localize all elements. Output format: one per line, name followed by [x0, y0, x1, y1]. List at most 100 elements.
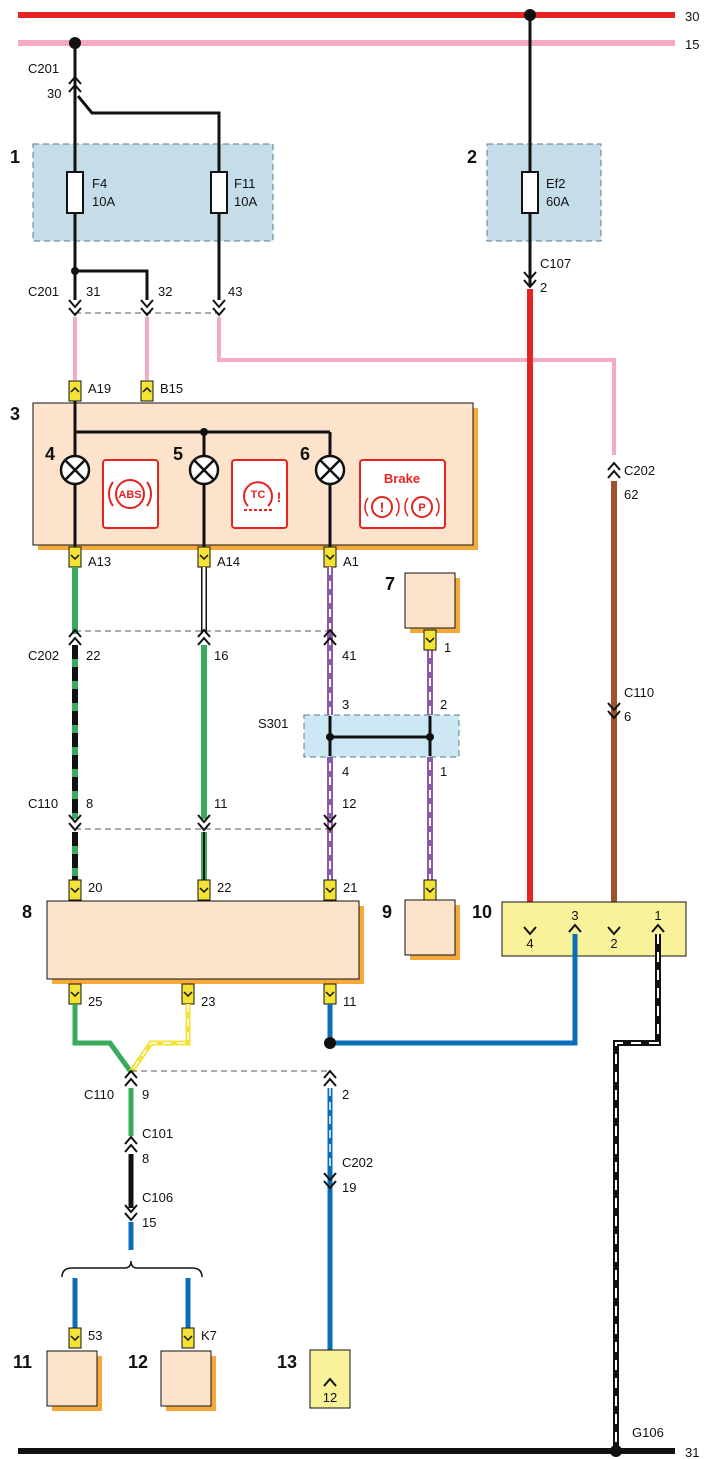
- black-white-ground-wire-stripe: [615, 934, 659, 1451]
- component-number-7: 7: [385, 574, 395, 594]
- component-number-6: 6: [300, 444, 310, 464]
- c107-label: C107: [540, 256, 571, 271]
- component-number-1: 1: [10, 147, 20, 167]
- power-rails: 30 15 31: [18, 9, 699, 1459]
- component-11: 11 53: [13, 1327, 102, 1411]
- pink-wires: [73, 317, 616, 455]
- tc-icon-mark: !: [277, 489, 282, 505]
- lamp-5: 5: [173, 444, 220, 486]
- black-white-ground-wire: [613, 934, 661, 1451]
- c101-label: C101: [142, 1126, 173, 1141]
- connector-c110-a: C110 6: [607, 685, 654, 724]
- m8-pin25: 25: [88, 994, 102, 1009]
- m10-pin3: 3: [571, 908, 578, 923]
- lamp-4: 4: [45, 444, 91, 486]
- pin-b15-label: B15: [160, 381, 183, 396]
- m10-pin1: 1: [654, 908, 661, 923]
- connector-c106: C106 15: [124, 1190, 173, 1230]
- m8-pin11: 11: [343, 994, 357, 1009]
- c202-pin22: 22: [86, 648, 100, 663]
- component-number-9: 9: [382, 902, 392, 922]
- component-number-13: 13: [277, 1352, 297, 1372]
- pin-m8-23: 23: [181, 983, 215, 1009]
- component-number-12: 12: [128, 1352, 148, 1372]
- pin-a1: A1: [323, 546, 359, 569]
- splice-dot-f4-out: [71, 267, 79, 275]
- connector-c107: C107 2: [523, 256, 571, 295]
- c110-pin8: 8: [86, 796, 93, 811]
- c107-pin: 2: [540, 280, 547, 295]
- m8-pin20: 20: [88, 880, 102, 895]
- pin-a13-label: A13: [88, 554, 111, 569]
- pin-a19: A19: [68, 380, 111, 402]
- brake-icon-park: P: [418, 502, 425, 514]
- pin-a19-label: A19: [88, 381, 111, 396]
- ef2-name: Ef2: [546, 176, 566, 191]
- f4-name: F4: [92, 176, 107, 191]
- yellow-wire-pin23: [128, 1004, 191, 1074]
- m7-pin: 1: [444, 640, 451, 655]
- c106-label: C106: [142, 1190, 173, 1205]
- ground-dot-g106: [610, 1445, 622, 1457]
- f11-rating: 10A: [234, 194, 257, 209]
- connector-c202-d: C202 19: [323, 1155, 373, 1195]
- yellow-wire-pin23-stripe: [130, 1004, 189, 1073]
- component-13: 13 12: [277, 1349, 351, 1409]
- component-number-11: 11: [13, 1352, 32, 1372]
- c110-b-label: C110: [28, 796, 58, 811]
- c201-top-pin: 30: [47, 86, 61, 101]
- brace: [61, 1260, 203, 1278]
- pin-m8-25: 25: [68, 983, 102, 1009]
- m10-pin4: 4: [526, 936, 533, 951]
- module-8: 8: [22, 900, 364, 984]
- pin-a14: A14: [197, 546, 240, 569]
- c110-a-label: C110: [624, 685, 654, 700]
- c202-d-pin: 19: [342, 1180, 356, 1195]
- pin-a13: A13: [68, 546, 111, 569]
- splice-s301: S301 3 4 2 1: [258, 697, 460, 779]
- c201-pin43: 43: [228, 284, 242, 299]
- c201-pin32: 32: [158, 284, 172, 299]
- c110-c-label: C110: [84, 1087, 114, 1102]
- pin-m8-21: 21: [323, 879, 357, 901]
- m8-pin21: 21: [343, 880, 357, 895]
- pin-b15: B15: [140, 380, 183, 402]
- connector-c201-row: C201 31 32 43: [28, 284, 242, 317]
- c201-top-label: C201: [28, 61, 59, 76]
- c202-b-label: C202: [28, 648, 59, 663]
- component-9: 9: [382, 879, 460, 960]
- c202-pin16: 16: [214, 648, 228, 663]
- m8-pin23: 23: [201, 994, 215, 1009]
- s301-pin4: 4: [342, 764, 349, 779]
- brake-icon-warn: !: [380, 499, 385, 515]
- f4-rating: 10A: [92, 194, 115, 209]
- m11-pin: 53: [88, 1328, 102, 1343]
- blue-splice-dot: [324, 1037, 336, 1049]
- connector-c110-b: C110 8 11 12: [28, 796, 356, 832]
- fuse-ef2: Ef2 60A: [521, 171, 569, 214]
- c110-pin11: 11: [214, 796, 228, 811]
- rail-15-label: 15: [685, 37, 699, 52]
- tc-icon-text: TC: [251, 489, 266, 501]
- brake-warning-icon: Brake ! P: [359, 459, 446, 529]
- module3-junction-dot: [200, 428, 208, 436]
- f11-name: F11: [234, 176, 255, 191]
- s301-label: S301: [258, 716, 288, 731]
- fuse-box-2: 2: [467, 143, 602, 242]
- lamp-6: 6: [300, 444, 346, 486]
- s301-pin2: 2: [440, 697, 447, 712]
- m12-pin: K7: [201, 1328, 217, 1343]
- component-number-2: 2: [467, 147, 477, 167]
- c202-c-pin2: 2: [342, 1087, 349, 1102]
- abs-icon: ABS: [102, 459, 159, 529]
- fuse-f11: F11 10A: [210, 171, 257, 214]
- c110-pin12: 12: [342, 796, 356, 811]
- connector-c202-a: C202 62: [607, 461, 655, 502]
- abs-icon-text: ABS: [118, 489, 141, 501]
- m10-pin2: 2: [610, 936, 617, 951]
- c110-c-pin: 9: [142, 1087, 149, 1102]
- c201-mid-label: C201: [28, 284, 59, 299]
- splice-dot-rail15: [69, 37, 81, 49]
- c110-a-pin: 6: [624, 709, 631, 724]
